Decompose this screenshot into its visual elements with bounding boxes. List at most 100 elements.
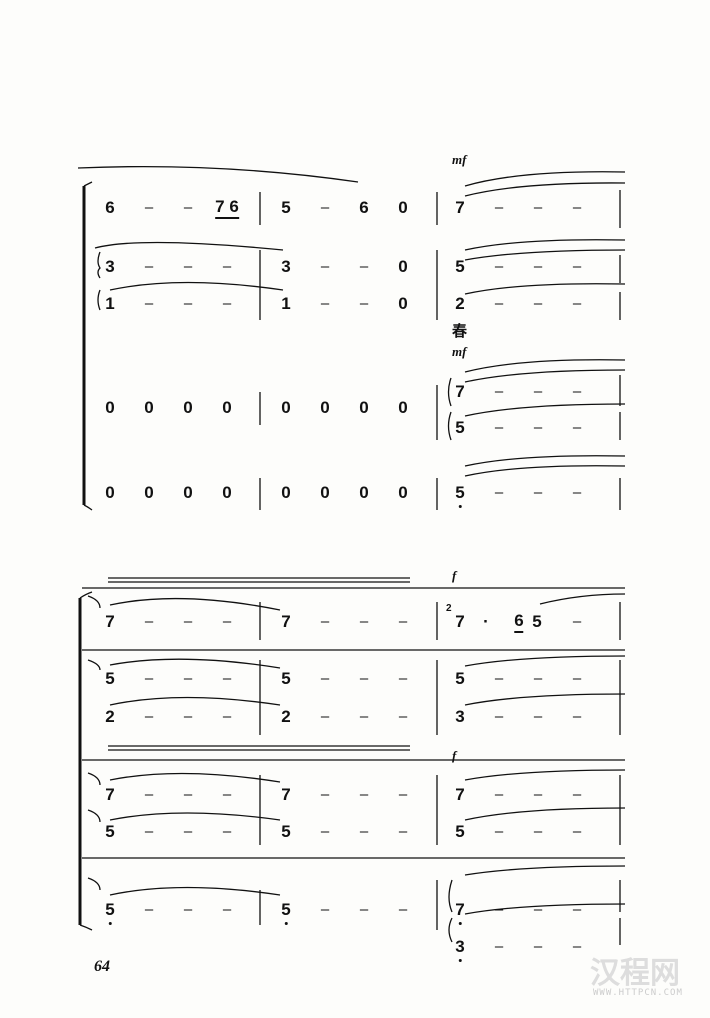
low-octave-dot — [108, 922, 112, 925]
note-extension-dash: – — [572, 383, 582, 400]
note: 7 — [455, 198, 465, 217]
note-extension-dash: – — [183, 901, 193, 918]
note: 6 — [105, 198, 115, 217]
note: 2 — [281, 707, 291, 726]
note: 0 — [359, 483, 369, 502]
note-extension-dash: – — [222, 708, 232, 725]
dynamic-mark: f — [452, 748, 457, 763]
note-extension-dash: – — [222, 613, 232, 630]
note: 7 — [105, 612, 115, 631]
note-extension-dash: – — [572, 901, 582, 918]
note: 0 — [320, 398, 330, 417]
note-extension-dash: – — [494, 786, 504, 803]
low-octave-dot — [458, 922, 462, 925]
note-extension-dash: – — [359, 613, 369, 630]
dynamic-mark: f — [452, 568, 457, 583]
note-extension-dash: – — [572, 708, 582, 725]
note-extension-dash: – — [533, 419, 543, 436]
note: 3 — [281, 257, 291, 276]
note: 0 — [398, 198, 408, 217]
watermark-logo: 汉程网 — [590, 956, 680, 991]
note-extension-dash: – — [183, 670, 193, 687]
note-extension-dash: – — [533, 823, 543, 840]
note-extension-dash: – — [533, 199, 543, 216]
dotted-rhythm: · — [483, 612, 489, 631]
note: 5 — [455, 669, 465, 688]
note-extension-dash: – — [494, 670, 504, 687]
note-extension-dash: – — [398, 708, 408, 725]
note: 5 — [105, 822, 115, 841]
note-extension-dash: – — [359, 708, 369, 725]
low-octave-dot — [458, 959, 462, 962]
note-extension-dash: – — [144, 823, 154, 840]
note-extension-dash: – — [144, 901, 154, 918]
note: 0 — [281, 398, 291, 417]
note-extension-dash: – — [144, 670, 154, 687]
note: 6 — [359, 198, 369, 217]
note: 5 — [455, 822, 465, 841]
note-extension-dash: – — [572, 258, 582, 275]
note-extension-dash: – — [320, 901, 330, 918]
note-extension-dash: – — [222, 901, 232, 918]
note-extension-dash: – — [320, 613, 330, 630]
note-extension-dash: – — [494, 295, 504, 312]
note-extension-dash: – — [572, 613, 582, 630]
note-extension-dash: – — [494, 383, 504, 400]
note: 0 — [398, 257, 408, 276]
lyric: 春 — [452, 322, 468, 340]
note-extension-dash: – — [222, 786, 232, 803]
note-extension-dash: – — [533, 708, 543, 725]
note: 7 — [105, 785, 115, 804]
note-extension-dash: – — [320, 258, 330, 275]
note: 0 — [398, 483, 408, 502]
note-extension-dash: – — [398, 613, 408, 630]
note-extension-dash: – — [320, 823, 330, 840]
note-extension-dash: – — [572, 199, 582, 216]
note: 2 — [455, 294, 465, 313]
note: 5 — [455, 483, 465, 508]
note: 0 — [222, 398, 232, 417]
note: 5 — [281, 669, 291, 688]
note-extension-dash: – — [144, 786, 154, 803]
note: 3 — [455, 937, 465, 962]
note: 0 — [222, 483, 232, 502]
note: 0 — [320, 483, 330, 502]
note: 7 6 — [215, 197, 239, 219]
note: 5 — [281, 822, 291, 841]
note-extension-dash: – — [494, 484, 504, 501]
note: 5 — [105, 669, 115, 688]
note: 5 — [532, 612, 542, 631]
note-extension-dash: – — [494, 708, 504, 725]
note-extension-dash: – — [144, 708, 154, 725]
note-extension-dash: – — [572, 419, 582, 436]
note: 0 — [398, 294, 408, 313]
note-extension-dash: – — [398, 786, 408, 803]
note-extension-dash: – — [359, 670, 369, 687]
note-extension-dash: – — [144, 258, 154, 275]
note: 3 — [105, 257, 115, 276]
note-extension-dash: – — [494, 901, 504, 918]
note-extension-dash: – — [183, 613, 193, 630]
note-extension-dash: – — [533, 295, 543, 312]
note: 0 — [398, 398, 408, 417]
note: 5 — [105, 900, 115, 925]
low-octave-dot — [284, 922, 288, 925]
note-extension-dash: – — [183, 199, 193, 216]
note-extension-dash: – — [533, 670, 543, 687]
note: 0 — [183, 483, 193, 502]
dynamic-mark: mf — [452, 152, 467, 167]
note: 2 — [105, 707, 115, 726]
note: 0 — [281, 483, 291, 502]
note-extension-dash: – — [320, 670, 330, 687]
note: 7 — [455, 612, 465, 631]
note-extension-dash: – — [398, 823, 408, 840]
note-extension-dash: – — [494, 258, 504, 275]
note: 0 — [105, 398, 115, 417]
note-extension-dash: – — [533, 786, 543, 803]
note-extension-dash: – — [494, 938, 504, 955]
note: 1 — [105, 294, 115, 313]
note: 0 — [359, 398, 369, 417]
note-extension-dash: – — [572, 938, 582, 955]
